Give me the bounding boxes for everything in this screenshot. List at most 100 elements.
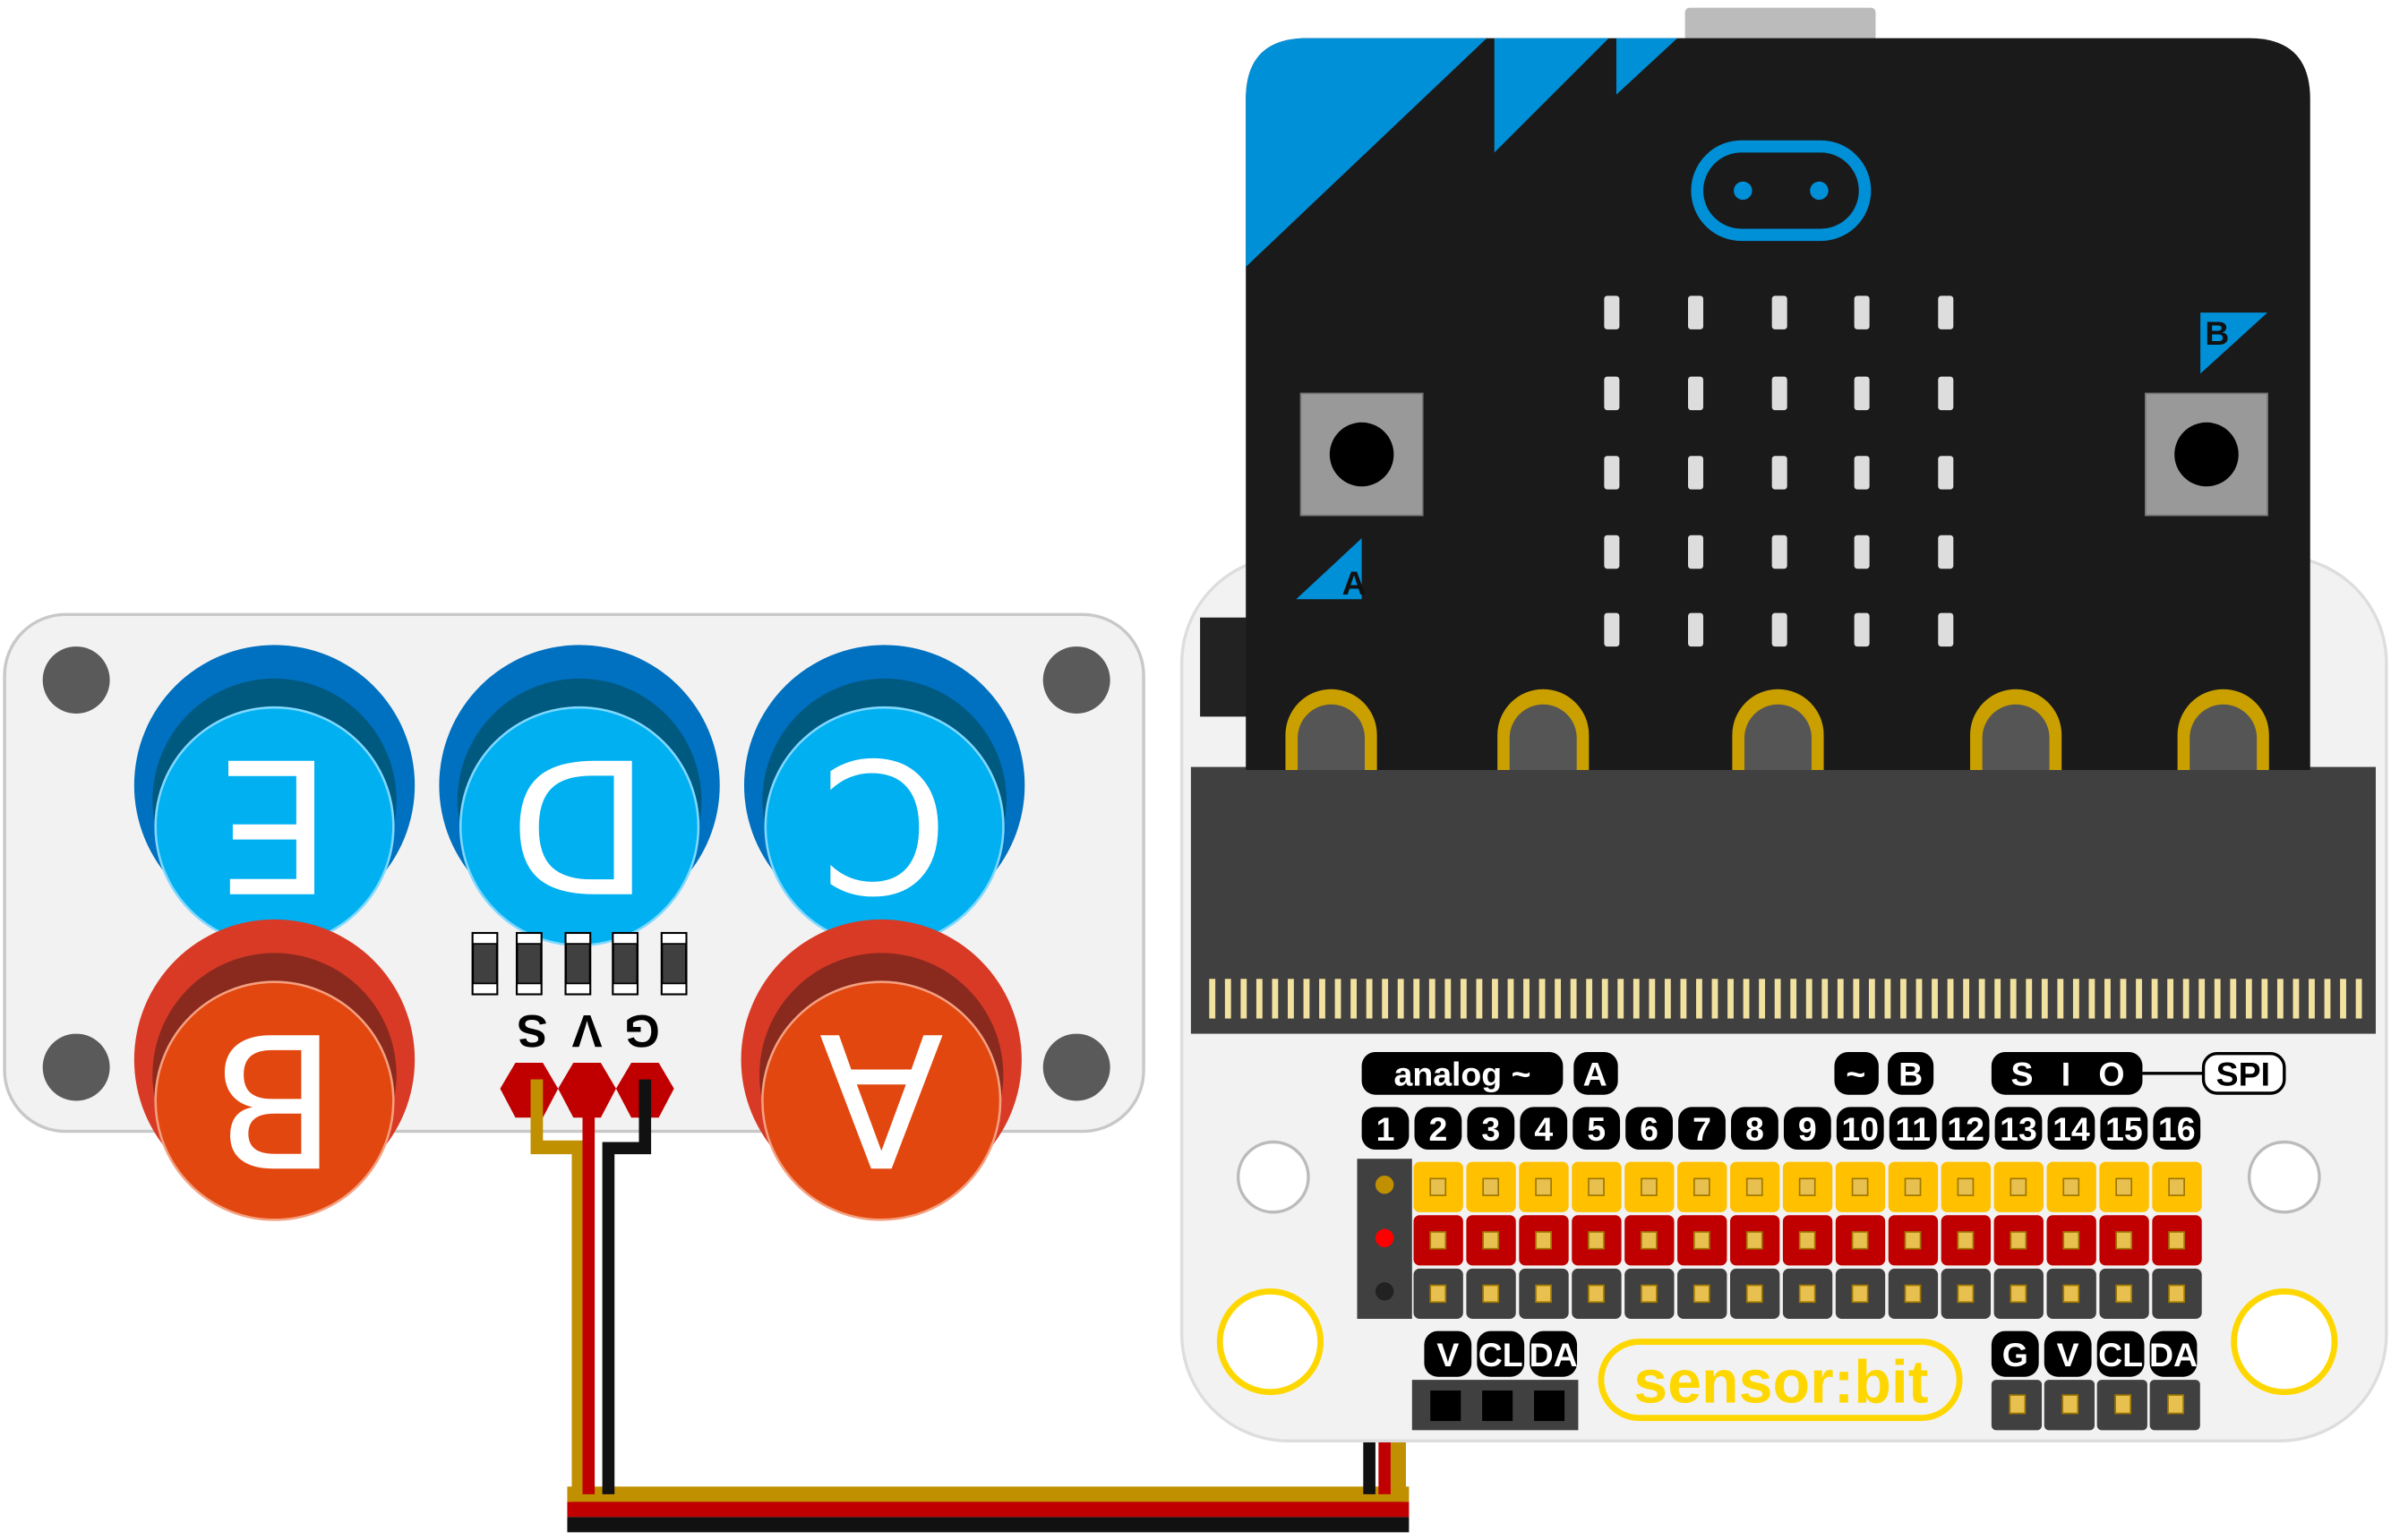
edge-pin	[1366, 979, 1373, 1019]
led	[1604, 612, 1620, 647]
pin-number: 8	[1745, 1110, 1764, 1148]
button-a[interactable]	[1299, 392, 1424, 517]
edge-pin	[1586, 979, 1593, 1019]
edge-pin	[1727, 979, 1734, 1019]
mount-hole	[2231, 1288, 2338, 1396]
edge-pin	[1664, 979, 1671, 1019]
pin-label-s: S	[517, 1005, 547, 1057]
pin-number: 11	[1895, 1110, 1931, 1148]
led	[1854, 376, 1870, 411]
pin-number: 13	[2000, 1110, 2037, 1148]
label-analog: analog ~	[1393, 1055, 1530, 1092]
led	[1854, 295, 1870, 329]
led	[1604, 535, 1620, 569]
edge-pin	[2230, 979, 2237, 1019]
led	[1938, 535, 1954, 569]
button-a[interactable]: A	[741, 919, 1022, 1221]
edge-pin	[2104, 979, 2111, 1019]
led	[1938, 295, 1954, 329]
edge-pin	[1444, 979, 1452, 1019]
label-pwm: ~	[1846, 1055, 1865, 1092]
edge-pin	[2182, 979, 2190, 1019]
edge-pin	[2057, 979, 2064, 1019]
button-label: B	[211, 991, 337, 1204]
edge-pin	[2136, 979, 2142, 1019]
edge-pin	[1932, 979, 1938, 1019]
pin-number: 12	[1947, 1110, 1984, 1148]
edge-pin	[1523, 979, 1530, 1019]
pin-number: 9	[1798, 1110, 1817, 1148]
button-d[interactable]: D	[439, 645, 720, 947]
edge-pin	[1978, 979, 1985, 1019]
led	[1771, 535, 1787, 569]
led	[1938, 612, 1954, 647]
edge-pin	[1397, 979, 1404, 1019]
edge-pin	[1570, 979, 1577, 1019]
button-e[interactable]: E	[133, 645, 416, 947]
battery-connector	[1200, 617, 1254, 717]
edge-pin	[1633, 979, 1640, 1019]
button-b[interactable]	[2144, 392, 2268, 517]
cable	[530, 1079, 1410, 1533]
led-matrix	[1604, 295, 1954, 647]
led	[1688, 535, 1704, 569]
edge-pin	[2245, 979, 2252, 1019]
label-b: B	[1898, 1055, 1923, 1092]
resistors	[471, 931, 688, 996]
edge-pin	[1853, 979, 1860, 1019]
button-a-label: A	[1341, 564, 1366, 602]
pin-number: 14	[2052, 1110, 2090, 1148]
edge-pin	[1382, 979, 1389, 1019]
led	[1688, 295, 1704, 329]
button-label: D	[509, 717, 649, 930]
sensor-bit-logo-text: sensor:bit	[1633, 1348, 1928, 1416]
edge-pin	[2072, 979, 2079, 1019]
mount-hole	[42, 646, 110, 714]
led	[1938, 376, 1954, 411]
edge-pin	[1900, 979, 1907, 1019]
button-c[interactable]: C	[743, 645, 1025, 947]
button-a-marker	[1296, 538, 1362, 600]
edge-pin	[2309, 979, 2315, 1019]
pin-number: 4	[1534, 1110, 1553, 1148]
led	[1854, 535, 1870, 569]
mount-hole	[2247, 1140, 2321, 1214]
edge-pin	[2340, 979, 2346, 1019]
edge-pin	[2167, 979, 2174, 1019]
microbit: A B	[1200, 7, 2310, 770]
button-label: A	[818, 991, 944, 1204]
led	[1604, 295, 1620, 329]
led	[1771, 295, 1787, 329]
edge-pin	[1303, 979, 1310, 1019]
edge-pin	[1288, 979, 1294, 1019]
i2c-label: G	[2002, 1336, 2028, 1373]
edge-pin	[1240, 979, 1247, 1019]
edge-pin	[2151, 979, 2158, 1019]
edge-pin	[1994, 979, 2001, 1019]
edge-pin	[1696, 979, 1702, 1019]
edge-pin	[1774, 979, 1781, 1019]
led	[1604, 376, 1620, 411]
i2c-label: DA	[2149, 1336, 2198, 1373]
label-a: A	[1583, 1055, 1607, 1092]
edge-pin	[1350, 979, 1357, 1019]
edge-pin	[1963, 979, 1970, 1019]
button-b[interactable]: B	[133, 919, 416, 1221]
led	[1854, 456, 1870, 490]
button-b-label: B	[2205, 314, 2229, 352]
pin-number: 7	[1693, 1110, 1711, 1148]
label-spi: SPI	[2216, 1055, 2270, 1092]
usb-connector	[1684, 7, 1876, 42]
pin-number: 5	[1587, 1110, 1606, 1148]
edge-pin	[1711, 979, 1718, 1019]
led	[1771, 456, 1787, 490]
edge-pin	[1413, 979, 1420, 1019]
led	[1938, 456, 1954, 490]
button-label: E	[217, 717, 332, 930]
edge-pin	[1601, 979, 1608, 1019]
led	[1771, 612, 1787, 647]
i2c-label: CL	[1478, 1336, 1523, 1373]
